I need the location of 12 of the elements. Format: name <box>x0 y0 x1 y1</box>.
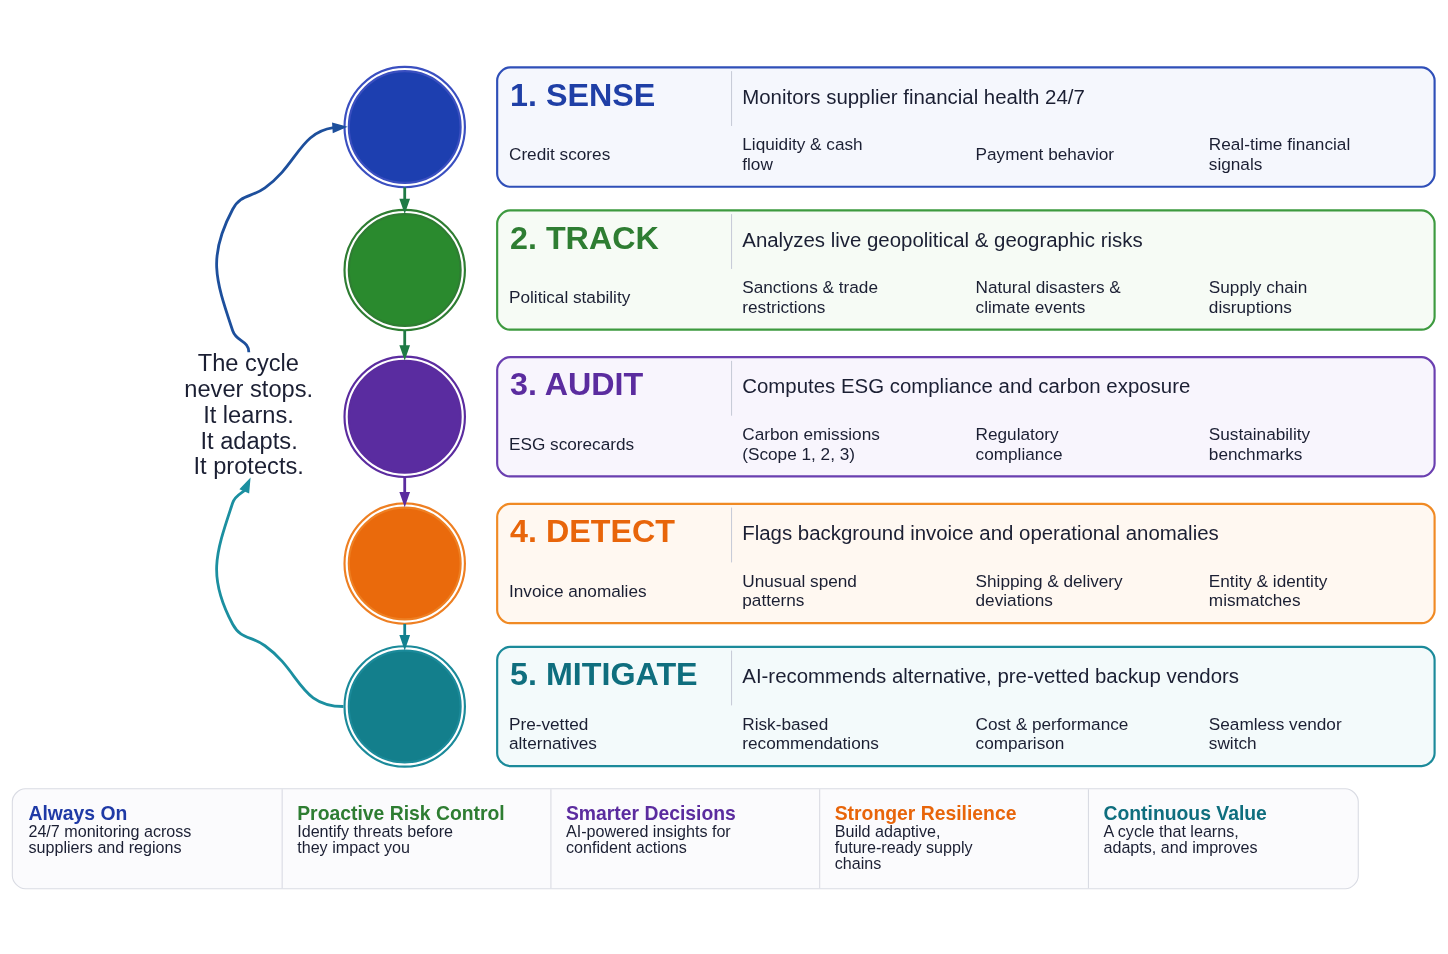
arrow <box>215 121 348 352</box>
node-circle <box>343 501 466 625</box>
node-circle <box>343 644 466 768</box>
node-circle <box>343 65 466 188</box>
node-text: The cycle never stops. It learns. It adapts. It protects. <box>184 349 314 479</box>
arrow <box>399 329 411 361</box>
node-circle <box>343 208 466 331</box>
arrow <box>399 476 411 507</box>
arrow <box>399 623 411 650</box>
node-circle <box>343 355 466 478</box>
arrow <box>399 186 411 214</box>
arrow <box>215 476 344 708</box>
